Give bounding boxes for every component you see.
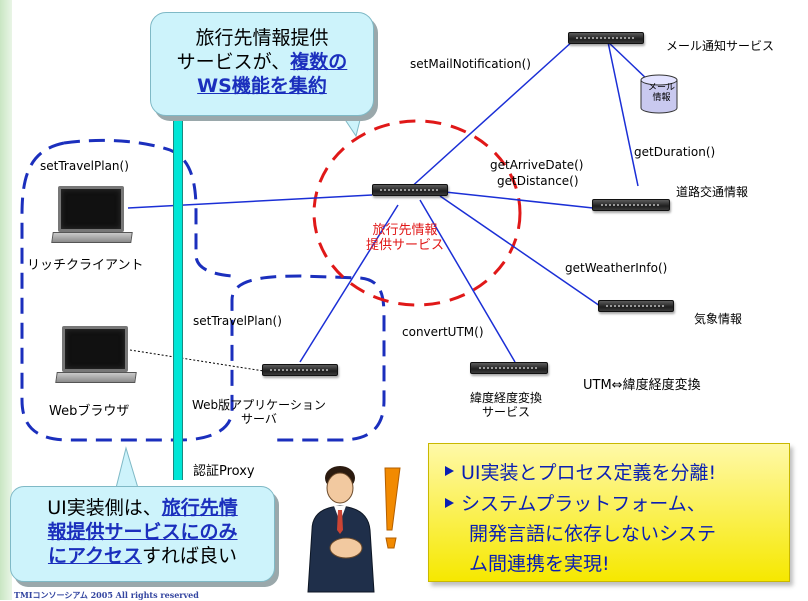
rich-client-method: setTravelPlan() <box>40 159 129 173</box>
mail-db-icon <box>640 74 678 114</box>
utm-server <box>470 362 548 374</box>
method-set-travel-plan-web: setTravelPlan() <box>193 314 282 328</box>
callout-top-line2: サービスが、複数の <box>176 51 348 73</box>
auth-proxy-bar <box>173 88 183 480</box>
browser-label: Webブラウザ <box>49 404 130 419</box>
web-app-label: Web版アプリケーションサーバ <box>192 398 326 426</box>
rich-client-base <box>51 232 133 243</box>
mail-server <box>568 32 644 44</box>
browser-base <box>55 372 137 383</box>
summary-note: UI実装とプロセス定義を分離! システムプラットフォーム、 開発言語に依存しない… <box>428 443 790 582</box>
method-set-mail: setMailNotification() <box>410 57 531 71</box>
link-mail <box>407 39 575 191</box>
weather-label: 気象情報 <box>694 312 743 326</box>
note-item2-line2: 開発言語に依存しないシステ <box>469 523 717 545</box>
client-group-outline <box>20 141 386 442</box>
client-group-outline-top <box>63 138 233 278</box>
rich-client-label: リッチクライアント <box>27 258 144 273</box>
central-service-ring <box>312 119 522 307</box>
method-get-duration: getDuration() <box>634 145 716 159</box>
note-bullet-icon <box>445 498 454 508</box>
note-item1: UI実装とプロセス定義を分離! <box>461 462 717 484</box>
road-label: 道路交通情報 <box>676 185 749 199</box>
link-road <box>444 191 594 209</box>
callout-bottom-line3: にアクセスすれば良い <box>47 545 238 567</box>
method-convert-utm: convertUTM() <box>402 325 484 339</box>
method-get-weather: getWeatherInfo() <box>565 261 668 275</box>
web-app-server <box>262 364 338 376</box>
link-weather <box>439 195 601 307</box>
link-browser-web <box>129 349 271 373</box>
central-server <box>372 184 448 196</box>
mail-service-label: メール通知サービス <box>666 39 775 53</box>
rich-client-screen <box>58 186 124 232</box>
callout-top-line3: WS機能を集約 <box>197 75 327 97</box>
note-bullet-icon <box>445 466 454 476</box>
utm-conversion-label: UTM⇔緯度経度変換 <box>583 378 701 393</box>
note-item2-line1: システムプラットフォーム、 <box>461 493 706 515</box>
method-get-arrive: getArriveDate() <box>490 158 584 172</box>
utm-service-label: 緯度経度変換サービス <box>470 391 543 419</box>
callout-bottom-tail <box>115 446 139 489</box>
mail-db-label: メール情報 <box>648 83 676 103</box>
callout-ui-side: UI実装側は、旅行先情 報提供サービスにのみ にアクセスすれば良い <box>10 486 275 582</box>
link-utm <box>419 199 516 363</box>
link-mail-road <box>607 41 639 187</box>
central-service-label: 旅行先情報 提供サービス <box>366 223 445 253</box>
note-item2-line3: ム間連携を実現! <box>469 553 610 575</box>
copyright-footer: TMIコンソーシアム 2005 All rights reserved <box>14 590 199 600</box>
proxy-label: 認証Proxy <box>193 464 255 479</box>
left-accent-bar <box>0 0 12 600</box>
method-get-distance: getDistance() <box>497 174 579 188</box>
callout-bottom-line2: 報提供サービスにのみ <box>47 521 238 543</box>
link-rich-client <box>127 194 373 209</box>
link-mail-db <box>605 39 651 83</box>
businessman-illustration <box>307 466 401 593</box>
link-web-app <box>299 204 399 363</box>
callout-top-line1: 旅行先情報提供 <box>195 27 329 49</box>
weather-server <box>598 300 674 312</box>
browser-screen <box>62 326 128 372</box>
callout-aggregation: 旅行先情報提供 サービスが、複数の WS機能を集約 <box>150 12 374 116</box>
road-server <box>592 199 670 211</box>
callout-bottom-line1: UI実装側は、旅行先情 <box>47 497 238 519</box>
